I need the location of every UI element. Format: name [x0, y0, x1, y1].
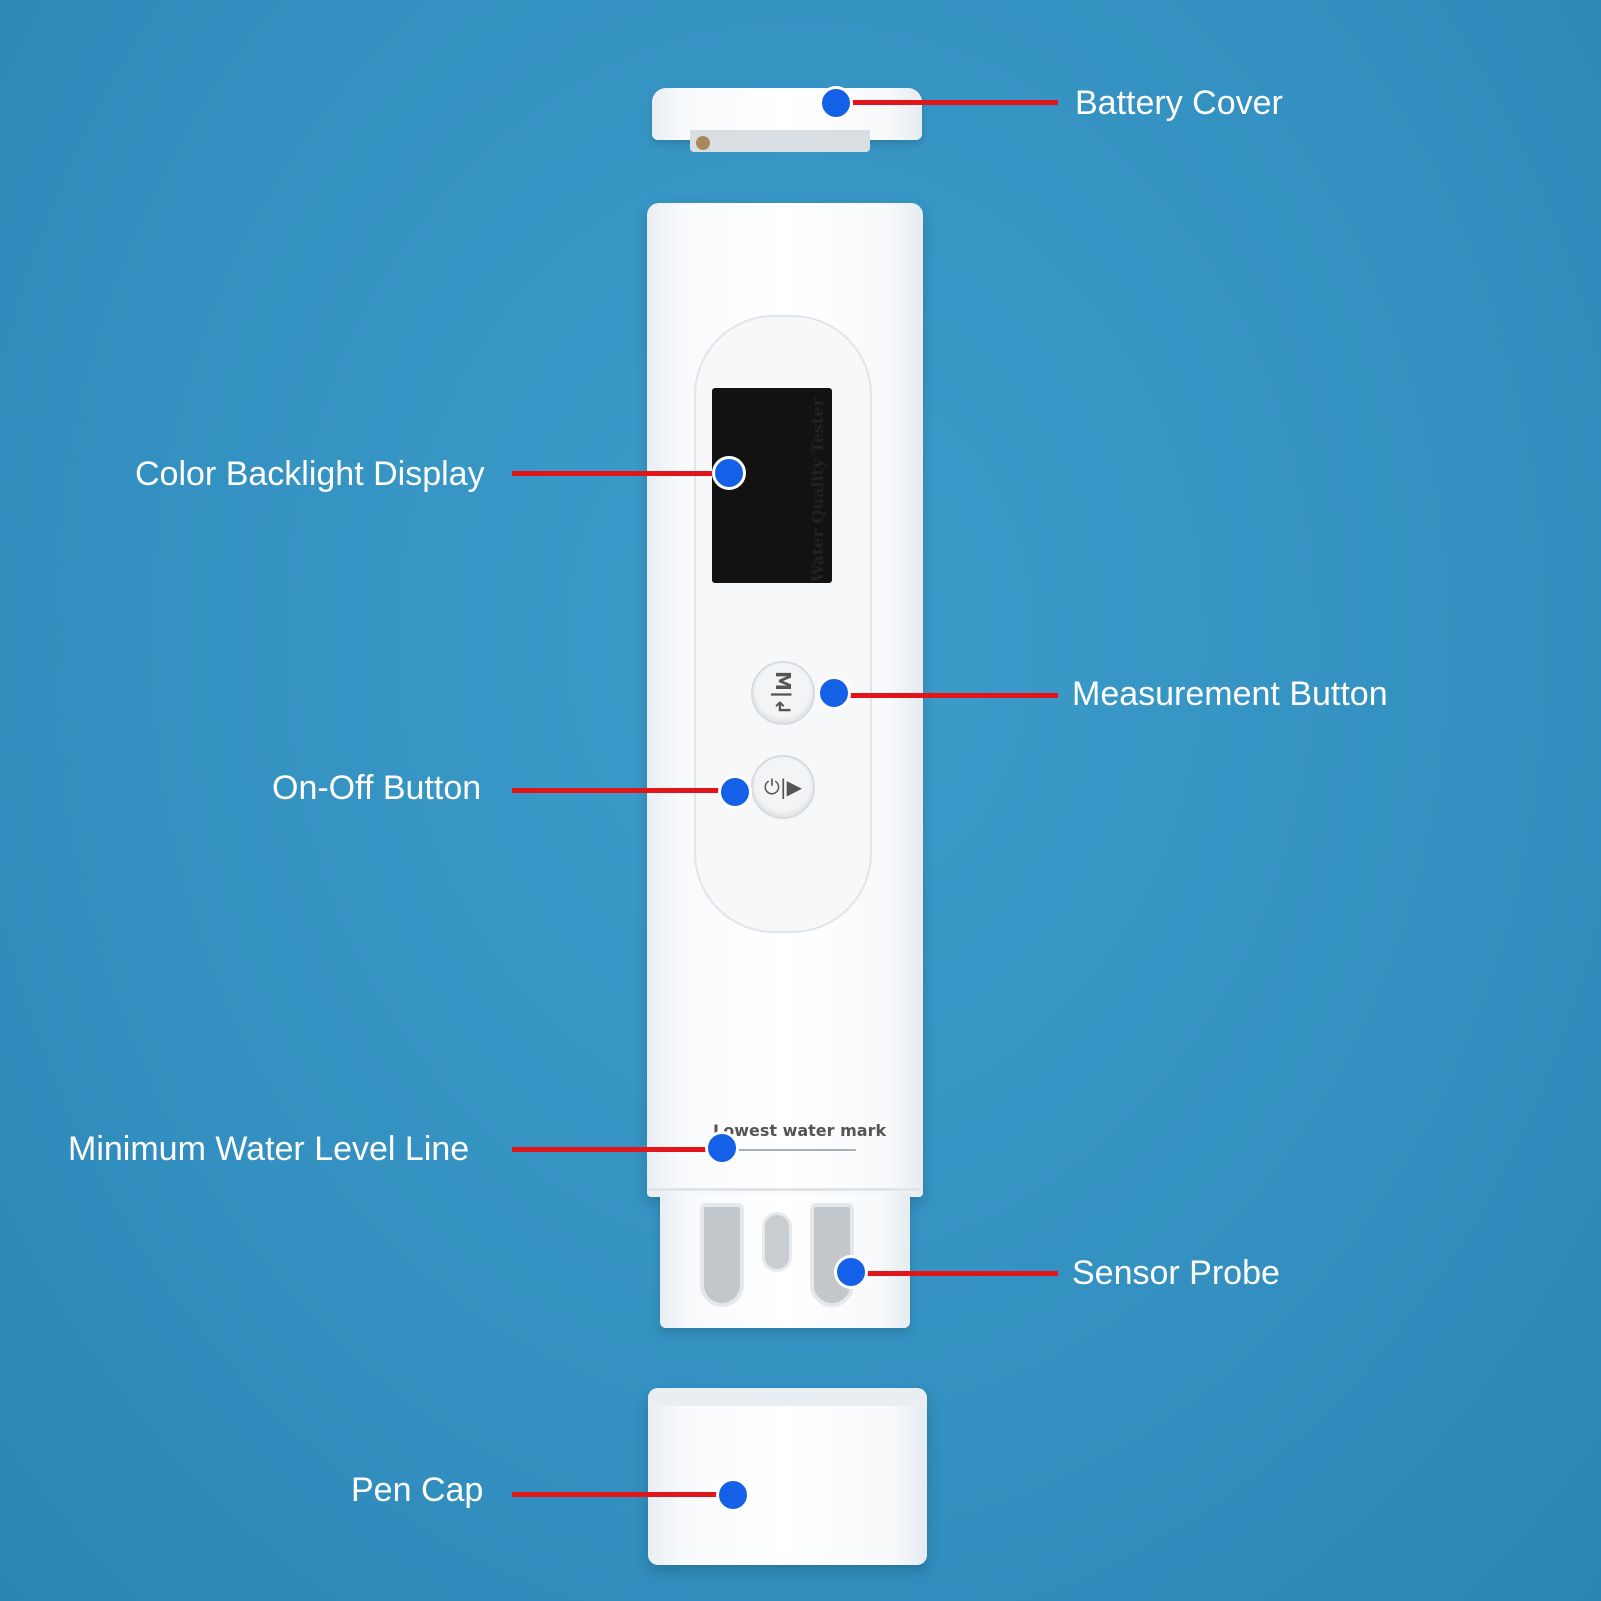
on-off-button-leader	[512, 788, 734, 793]
battery-cover-contacts	[690, 130, 870, 152]
sensor-probe-leader	[852, 1271, 1058, 1276]
sensor-probe-label: Sensor Probe	[1072, 1254, 1280, 1292]
battery-cover-leader	[835, 100, 1058, 105]
measurement-button-marker	[817, 676, 851, 710]
on-off-button-marker	[718, 775, 752, 809]
probe-electrode-left	[700, 1203, 744, 1307]
measurement-button-glyph: M|↲	[771, 671, 795, 715]
pen-cap-rim	[648, 1388, 927, 1406]
brand-text: Water Quality Tester	[808, 397, 827, 583]
measurement-button-leader	[835, 693, 1058, 698]
water-level-label: Minimum Water Level Line	[68, 1130, 470, 1168]
display-marker	[712, 456, 746, 490]
power-button-glyph: ⏻|▶	[764, 775, 802, 799]
measurement-button-label: Measurement Button	[1072, 675, 1388, 713]
probe-sensor-center	[762, 1212, 792, 1272]
water-level-leader	[512, 1147, 720, 1152]
battery-cover-pin	[696, 136, 710, 150]
battery-cover-label: Battery Cover	[1075, 84, 1283, 122]
on-off-button-label: On-Off Button	[272, 769, 482, 807]
water-level-marker	[705, 1131, 739, 1165]
display-label: Color Backlight Display	[135, 455, 485, 493]
pen-cap	[648, 1388, 927, 1565]
pen-cap-leader	[512, 1492, 734, 1497]
display-leader	[512, 471, 730, 476]
power-button[interactable]: ⏻|▶	[751, 755, 815, 819]
control-panel	[694, 315, 872, 933]
pen-cap-label: Pen Cap	[351, 1471, 484, 1509]
sensor-probe-marker	[834, 1255, 868, 1289]
water-mark-line	[713, 1149, 856, 1151]
body-joint	[648, 1188, 922, 1191]
measurement-button[interactable]: M|↲	[751, 661, 815, 725]
water-mark-text: Lowest water mark	[713, 1121, 887, 1140]
battery-cover-marker	[819, 86, 853, 120]
pen-cap-marker	[716, 1478, 750, 1512]
